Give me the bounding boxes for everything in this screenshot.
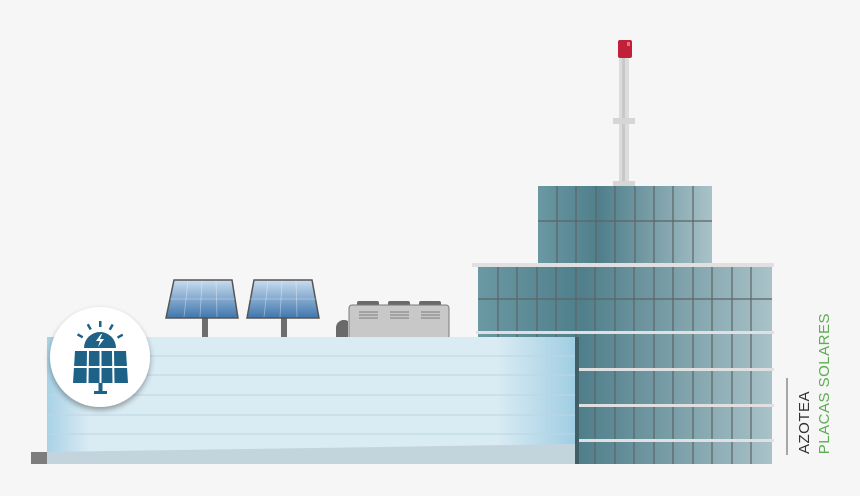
solar-panel-1	[165, 279, 239, 338]
solar-icon-glyph	[73, 321, 128, 394]
hvac-unit	[335, 301, 450, 340]
solar-panel-2	[246, 279, 320, 338]
antenna-mast	[613, 40, 635, 187]
tower-top-block	[538, 186, 712, 264]
section-label-azotea: AZOTEA	[796, 390, 813, 454]
feature-label-placas-solares: PLACAS SOLARES	[816, 312, 833, 454]
